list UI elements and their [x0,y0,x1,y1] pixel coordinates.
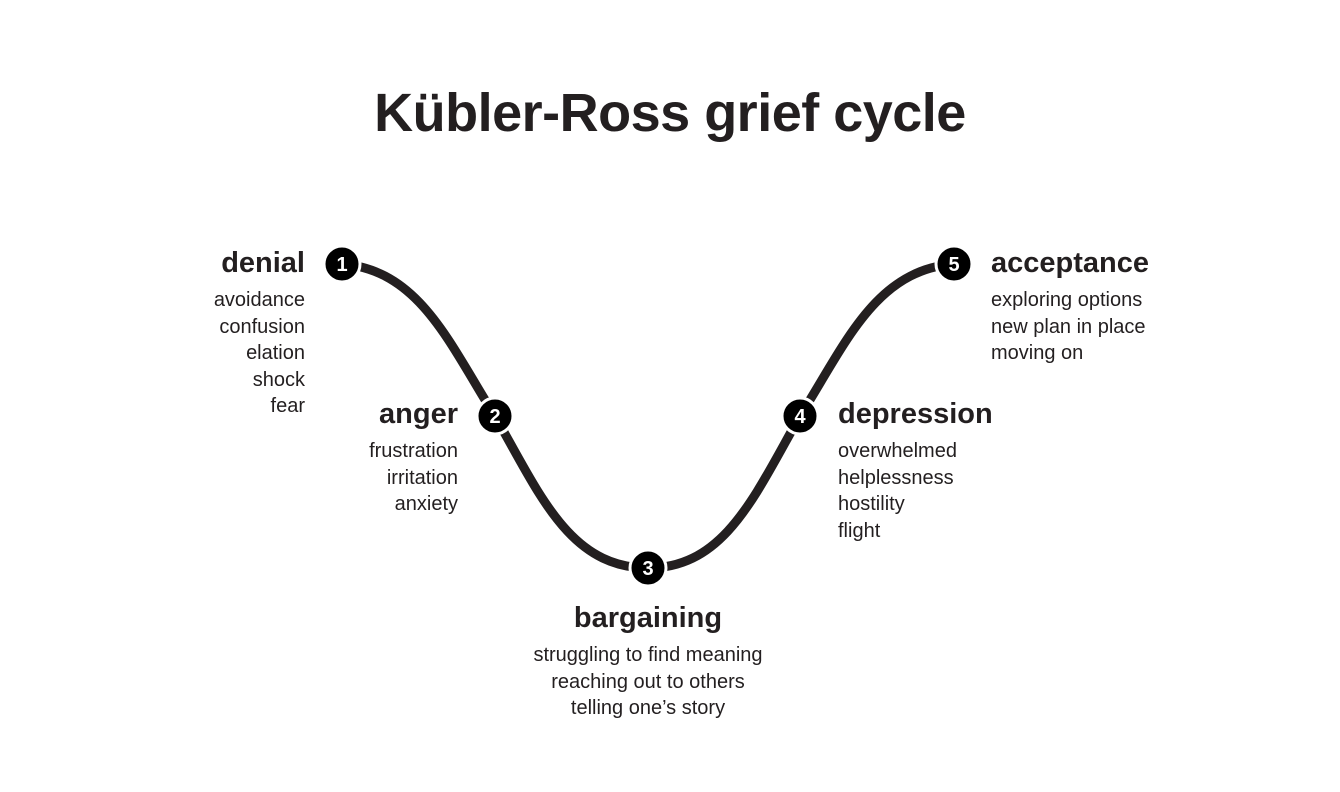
stage-name-anger: anger [379,398,458,430]
stage-node-1: 1 [322,244,362,284]
stage-name-depression: depression [838,398,993,430]
stage-bargaining: bargaining struggling to find meaning re… [470,600,826,722]
feelings-list-denial: avoidance confusion elation shock fear [214,287,305,420]
stage-number-4: 4 [794,406,806,428]
stage-number-1: 1 [336,254,347,276]
stage-number-2: 2 [489,406,500,428]
stage-name-denial: denial [221,247,305,279]
stage-number-5: 5 [948,254,959,276]
stage-number-3: 3 [642,558,653,580]
feelings-list-acceptance: exploring options new plan in place movi… [991,287,1149,367]
feeling-item: confusion [219,315,305,338]
feelings-list-depression: overwhelmed helplessness hostility fligh… [838,438,993,544]
stage-node-3: 3 [628,548,668,588]
feeling-item: irritation [386,466,458,489]
feelings-list-anger: frustration irritation anxiety [369,438,458,518]
stage-name-bargaining: bargaining [573,602,723,634]
feeling-item: moving on [991,342,1084,364]
feeling-item: new plan in place [991,315,1146,338]
feeling-item: exploring options [991,289,1143,311]
feeling-item: reaching out to others [551,670,745,693]
feeling-item: anxiety [394,493,458,515]
feeling-item: hostility [838,493,905,515]
stage-node-4: 4 [780,396,820,436]
feeling-item: flight [838,519,881,542]
feeling-item: shock [252,368,305,391]
stage-node-2: 2 [475,396,515,436]
feeling-item: telling one’s story [570,697,726,719]
feeling-item: struggling to find meaning [533,644,763,666]
feeling-item: overwhelmed [838,440,957,462]
feeling-item: fear [270,395,305,417]
feeling-item: frustration [369,440,458,462]
feeling-item: helplessness [838,466,954,489]
diagram-title: Kübler-Ross grief cycle [374,83,966,143]
stage-node-5: 5 [934,244,974,284]
stage-depression: depression overwhelmed helplessness host… [838,396,993,544]
feelings-list-bargaining: struggling to find meaning reaching out … [470,642,826,722]
feeling-item: avoidance [213,289,305,311]
stage-anger: anger frustration irritation anxiety [369,396,458,518]
stage-name-acceptance: acceptance [991,247,1149,279]
stage-acceptance: acceptance exploring options new plan in… [991,245,1149,367]
feeling-item: elation [246,342,305,364]
stage-denial: denial avoidance confusion elation shock… [214,245,305,420]
